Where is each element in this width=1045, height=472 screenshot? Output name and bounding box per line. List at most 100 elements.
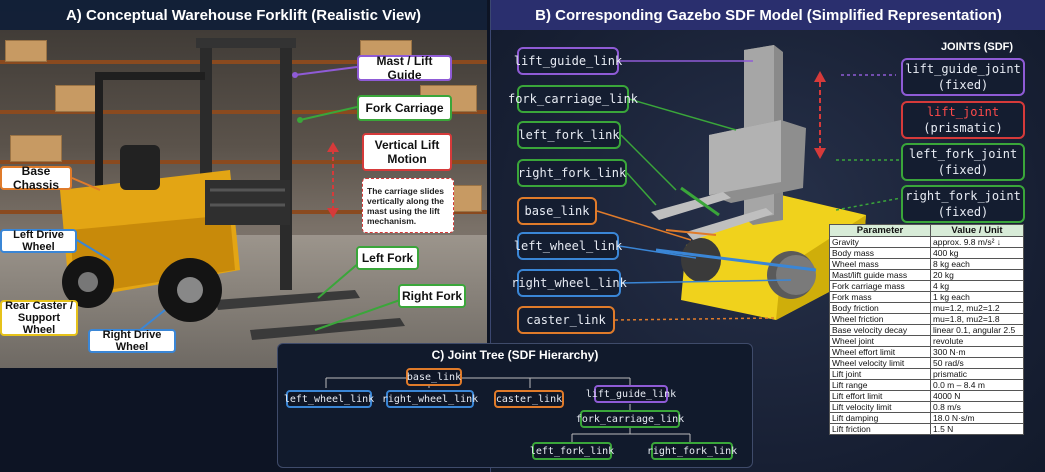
link-fork-carriage: fork_carriage_link [508,85,638,113]
joint-left-fork: left_fork_joint (fixed) [901,143,1025,181]
panel-c-joint-tree: C) Joint Tree (SDF Hierarchy) base_link … [277,343,753,468]
parameter-value-cell: mu=1.2, mu2=1.2 [930,302,1024,314]
joint-tree-edges [325,377,691,442]
joint-lift: lift_joint (prismatic) [901,101,1025,139]
joint-type: (fixed) [937,163,989,177]
parameter-value-cell: 400 kg [930,247,1024,259]
parameter-name-cell: Body mass [829,247,931,259]
parameter-value-cell: 4000 N [930,390,1024,402]
callout-left-fork: Left Fork [356,246,419,270]
parameter-name-cell: Wheel friction [829,313,931,325]
joint-type: (fixed) [937,78,989,92]
shelf-beam [0,110,487,114]
joint-lift-guide: lift_guide_joint (fixed) [901,58,1025,96]
parameter-value-cell: 1 kg each [930,291,1024,303]
parameter-value-cell: 50 rad/s [930,357,1024,369]
tree-node-left-wheel: left_wheel_link [284,390,374,408]
callout-base-chassis: Base Chassis [0,164,72,192]
tree-node-fork-carriage: fork_carriage_link [576,410,684,428]
callout-vertical-lift-motion: Vertical Lift Motion [362,133,452,171]
parameter-value-cell: mu=1.8, mu2=1.8 [930,313,1024,325]
table-header-row: Parameter Value / Unit [829,224,1024,237]
link-lift-guide: lift_guide_link [514,47,622,75]
parameter-name-cell: Wheel joint [829,335,931,347]
parameter-name-cell: Fork mass [829,291,931,303]
link-right-wheel: right_wheel_link [511,269,627,297]
joint-name: right_fork_joint [905,189,1021,203]
parameter-name-cell: Body friction [829,302,931,314]
parameter-name-cell: Lift joint [829,368,931,380]
shelf-beam [0,60,487,64]
parameter-name-cell: Mast/lift guide mass [829,269,931,281]
parameter-value-cell: 4 kg [930,280,1024,292]
parameter-value-cell: 1.5 N [930,423,1024,435]
joint-right-fork: right_fork_joint (fixed) [901,185,1025,223]
parameter-name-cell: Lift damping [829,412,931,424]
cardboard-box [10,135,62,162]
parameter-value-cell: 18.0 N·s/m [930,412,1024,424]
callout-rear-caster: Rear Caster / Support Wheel [0,300,78,336]
parameter-value-cell: 0.0 m – 8.4 m [930,379,1024,391]
parameter-name-cell: Base velocity decay [829,324,931,336]
link-left-fork: left_fork_link [517,121,621,149]
callout-mast-lift-guide: Mast / Lift Guide [357,54,452,82]
column-header: Parameter [829,224,931,237]
link-caster: caster_link [517,306,615,334]
parameter-name-cell: Wheel effort limit [829,346,931,358]
column-header: Value / Unit [930,224,1024,237]
tree-node-caster: caster_link [494,390,564,408]
parameter-value-cell: prismatic [930,368,1024,380]
joint-type: (prismatic) [923,121,1003,135]
link-left-wheel: left_wheel_link [514,232,622,260]
sdf-model-illustration [596,45,902,321]
parameter-value-cell: 20 kg [930,269,1024,281]
joint-name: lift_guide_joint [905,62,1021,76]
joint-name: lift_joint [926,105,1000,119]
panel-c-title: C) Joint Tree (SDF Hierarchy) [431,348,599,362]
link-base: base_link [517,197,597,225]
link-right-fork: right_fork_link [517,159,627,187]
tree-node-left-fork: left_fork_link [530,442,614,460]
parameter-name-cell: Lift velocity limit [829,401,931,413]
parameter-value-cell: approx. 9.8 m/s² ↓ [930,236,1024,248]
joint-type: (fixed) [937,205,989,219]
panel-a-title: A) Conceptual Warehouse Forklift (Realis… [0,0,487,30]
parameter-name-cell: Fork carriage mass [829,280,931,292]
panel-b-title: B) Corresponding Gazebo SDF Model (Simpl… [491,0,1045,30]
tree-node-base: base_link [406,368,462,386]
callout-lift-description: The carriage slides vertically along the… [362,178,454,233]
parameter-value-cell: linear 0.1, angular 2.5 [930,324,1024,336]
parameter-name-cell: Gravity [829,236,931,248]
tree-node-right-fork: right_fork_link [647,442,737,460]
callout-left-drive-wheel: Left Drive Wheel [0,229,77,253]
parameter-name-cell: Wheel velocity limit [829,357,931,369]
callout-right-fork: Right Fork [398,284,466,308]
forklift-illustration [60,38,405,340]
parameter-value-cell: 8 kg each [930,258,1024,270]
parameter-name-cell: Wheel mass [829,258,931,270]
callout-fork-carriage: Fork Carriage [357,95,452,121]
joint-name: left_fork_joint [908,147,1018,161]
tree-node-right-wheel: right_wheel_link [382,390,478,408]
panel-a-realistic-view: A) Conceptual Warehouse Forklift (Realis… [0,0,487,368]
parameter-name-cell: Lift effort limit [829,390,931,402]
cardboard-box [5,40,47,62]
tree-node-lift-guide: lift_guide_link [586,385,676,403]
callout-right-drive-wheel: Right Drive Wheel [88,329,176,353]
